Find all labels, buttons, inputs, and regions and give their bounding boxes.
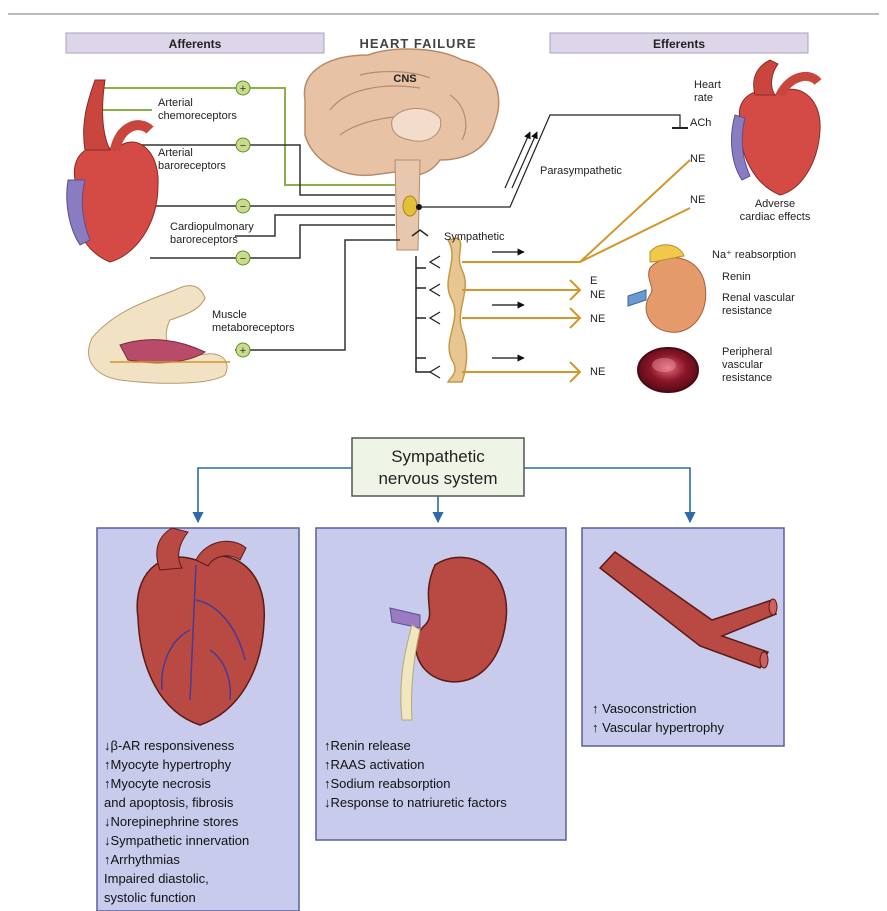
spinal-markers (430, 256, 440, 378)
e-label: E (590, 275, 597, 287)
svg-text:+: + (240, 83, 246, 95)
ach-label: ACh (690, 117, 711, 129)
heart-icon (67, 80, 158, 262)
sympathetic-chevrons (412, 230, 430, 372)
svg-text:−: − (240, 253, 246, 265)
ne-label-1: NE (690, 153, 705, 165)
ne-label-5: NE (590, 366, 605, 378)
svg-text:−: − (240, 201, 246, 213)
svg-text:+: + (240, 345, 246, 357)
renin-label: Renin (722, 271, 751, 283)
afferents-header: Afferents (169, 37, 222, 51)
kidney-icon (628, 245, 706, 333)
spinal-cord (448, 238, 467, 382)
sympathetic-arrows (492, 252, 524, 358)
parasympathetic-label: Parasympathetic (540, 165, 622, 177)
ne-label-2: NE (690, 194, 705, 206)
na-reabsorption-label: Na⁺ reabsorption (712, 249, 796, 261)
sympathetic-label: Sympathetic (444, 231, 505, 243)
right-heart-icon (731, 60, 820, 195)
ne-label-3: NE (590, 289, 605, 301)
svg-text:−: − (240, 140, 246, 152)
arm-icon (89, 286, 230, 384)
efferents-header: Efferents (653, 37, 705, 51)
ne-label-4: NE (590, 313, 605, 325)
vessel-icon (638, 348, 698, 392)
cns-label: CNS (393, 73, 416, 85)
